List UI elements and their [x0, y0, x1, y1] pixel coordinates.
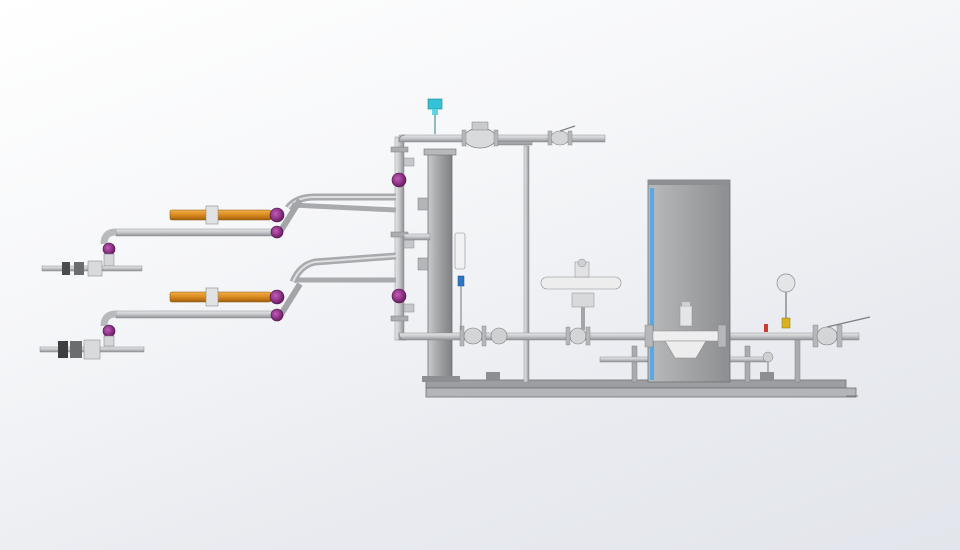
vertical-riser[interactable]	[390, 136, 431, 341]
vapor-return-line[interactable]	[398, 134, 606, 143]
temperature-transmitter[interactable]	[427, 98, 443, 134]
riser-swivel-joints[interactable]	[391, 172, 407, 304]
mass-flow-meter[interactable]	[644, 302, 727, 359]
ball-valve-outlet[interactable]	[812, 316, 871, 348]
skid-base-frame[interactable]	[425, 372, 858, 398]
check-valve[interactable]	[461, 121, 499, 149]
pressure-gauge[interactable]	[776, 273, 796, 329]
sample-valve[interactable]	[762, 324, 774, 376]
loading-arm-upper[interactable]	[41, 193, 397, 277]
sight-glass[interactable]	[454, 232, 466, 330]
ball-valve-top[interactable]	[547, 125, 576, 146]
ball-valve-inlet[interactable]	[459, 325, 508, 347]
ball-valve-mid[interactable]	[565, 326, 591, 346]
support-column[interactable]	[422, 148, 460, 382]
loading-arm-lower[interactable]	[39, 252, 397, 360]
strainer-filter[interactable]	[540, 258, 622, 330]
